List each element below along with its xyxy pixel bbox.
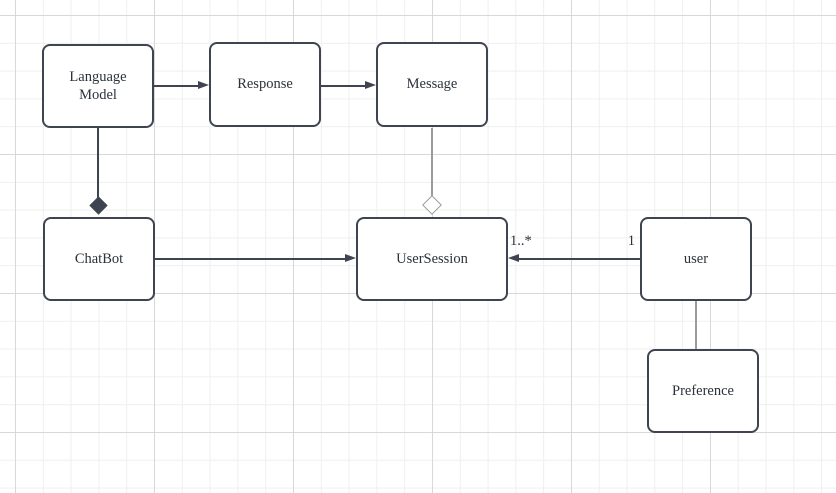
multiplicity-label-user: 1 — [627, 233, 635, 249]
composition-filled-diamond-icon — [88, 195, 108, 215]
edge-message-usersession-line[interactable] — [431, 128, 433, 197]
node-chatbot-label: ChatBot — [74, 250, 124, 267]
node-language-model-label: Language Model — [69, 68, 127, 103]
node-message[interactable]: Message — [376, 42, 488, 127]
node-user-label: user — [683, 250, 709, 267]
multiplicity-label-usersession: 1..* — [510, 233, 532, 249]
node-language-model[interactable]: Language Model — [42, 44, 154, 128]
node-response[interactable]: Response — [209, 42, 321, 127]
edge-languagemodel-response-line[interactable] — [154, 85, 199, 87]
edge-response-message-line[interactable] — [321, 85, 366, 87]
edge-response-message-arrowhead-icon — [365, 81, 376, 90]
node-message-label: Message — [406, 76, 458, 93]
node-user[interactable]: user — [640, 217, 752, 301]
edge-user-preference-line[interactable] — [695, 301, 697, 349]
node-response-label: Response — [237, 76, 293, 93]
edge-chatbot-usersession-line[interactable] — [155, 258, 346, 260]
node-usersession-label: UserSession — [396, 250, 468, 267]
node-chatbot[interactable]: ChatBot — [43, 217, 155, 301]
edge-chatbot-usersession-arrowhead-icon — [345, 254, 356, 263]
edge-user-usersession-line[interactable] — [519, 258, 640, 260]
aggregation-hollow-diamond-icon — [422, 195, 442, 215]
edge-languagemodel-response-arrowhead-icon — [198, 81, 209, 90]
node-preference-label: Preference — [672, 382, 734, 399]
edge-user-usersession-arrowhead-icon — [508, 254, 519, 263]
edge-languagemodel-chatbot-line[interactable] — [97, 128, 99, 198]
node-usersession[interactable]: UserSession — [356, 217, 508, 301]
node-preference[interactable]: Preference — [647, 349, 759, 433]
